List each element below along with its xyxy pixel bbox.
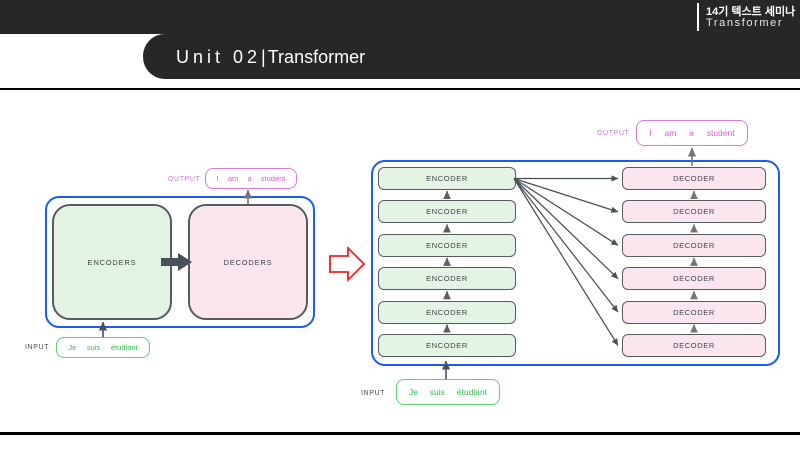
page-title-separator: | (261, 47, 268, 67)
left-model-frame (45, 196, 315, 328)
decoder-block-4: DECODER (622, 300, 766, 324)
right-input-token-0: Je (408, 387, 418, 397)
slide-title-bar (143, 34, 800, 79)
left-output-token-1: am (227, 174, 239, 183)
encoder-block-5: ENCODER (378, 334, 516, 357)
left-output-label: OUTPUT (168, 176, 201, 183)
seminar-title-korean: 14기 텍스트 세미나 (706, 6, 796, 18)
right-input-label: INPUT (361, 390, 385, 397)
footer-rule (0, 432, 800, 435)
left-output-token-3: student (260, 174, 286, 183)
encoder-block-0: ENCODER (378, 167, 516, 190)
encoder-block-3: ENCODER (378, 267, 516, 291)
top-header-band (0, 0, 800, 34)
right-output-token-1: am (664, 128, 677, 138)
decoder-block-5: DECODER (622, 334, 766, 357)
header-rule (0, 88, 800, 90)
decoder-block-1: DECODER (622, 200, 766, 224)
right-input-token-box: Je suis étudiant (396, 379, 500, 405)
page-title: Unit 02|Transformer (176, 47, 365, 68)
decoder-block-0: DECODER (622, 167, 766, 190)
left-input-token-1: suis (86, 343, 101, 352)
right-output-token-3: student (706, 128, 735, 138)
right-input-token-1: suis (429, 387, 445, 397)
decoders-block: DECODERS (188, 204, 308, 320)
decoder-block-3: DECODER (622, 267, 766, 291)
encoder-block-2: ENCODER (378, 233, 516, 257)
right-model-frame (371, 160, 780, 366)
page-title-topic: Transformer (267, 47, 366, 67)
header-divider (697, 3, 699, 31)
left-input-token-0: Je (68, 343, 77, 352)
seminar-subtitle: Transformer (706, 17, 784, 29)
left-output-token-2: a (247, 174, 252, 183)
right-output-token-0: I (649, 128, 652, 138)
left-input-label: INPUT (25, 344, 49, 351)
right-input-token-2: étudiant (456, 387, 488, 397)
encoder-block-1: ENCODER (378, 200, 516, 224)
encoder-block-4: ENCODER (378, 300, 516, 324)
encoders-block: ENCODERS (52, 204, 172, 320)
transition-arrow-icon (329, 245, 366, 283)
left-input-token-2: étudiant (110, 343, 138, 352)
left-output-token-0: I (216, 174, 219, 183)
right-output-token-2: a (689, 128, 694, 138)
page-title-unit: Unit 02 (176, 47, 262, 67)
right-output-label: OUTPUT (597, 130, 630, 137)
decoder-block-2: DECODER (622, 233, 766, 257)
